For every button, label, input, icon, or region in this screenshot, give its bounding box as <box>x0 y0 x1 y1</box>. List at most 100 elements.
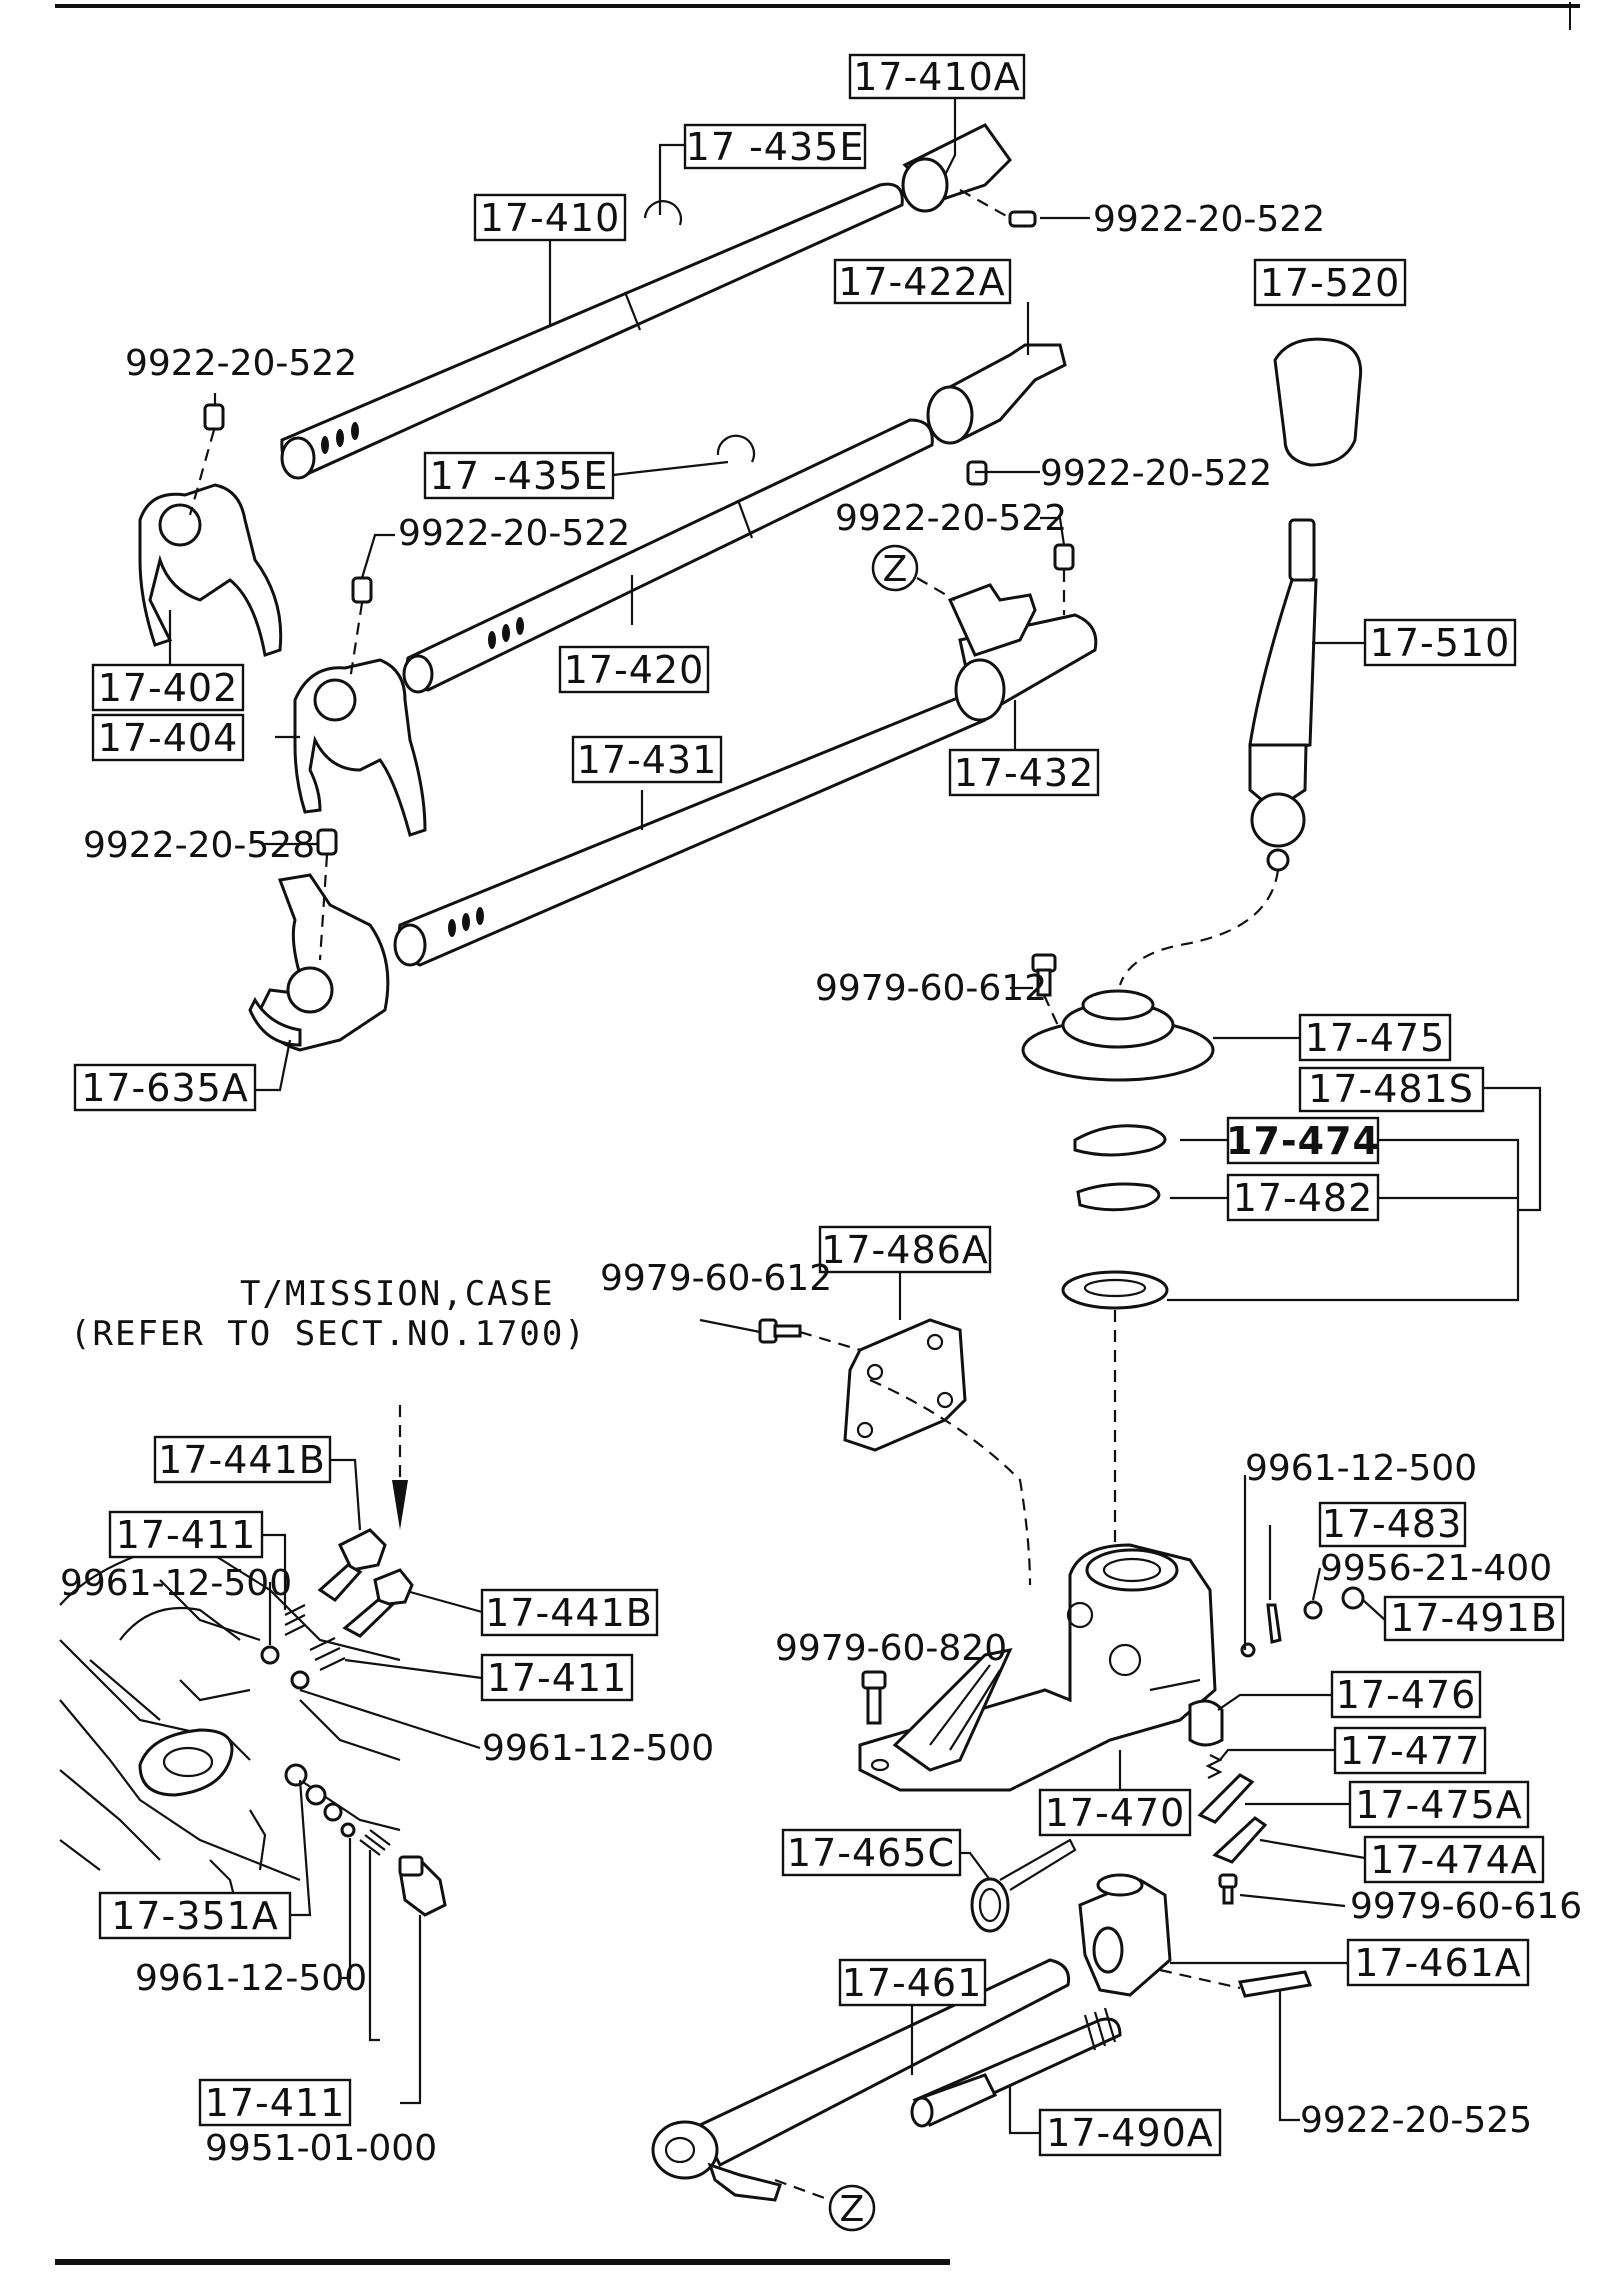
spring-17-483 <box>1266 1603 1282 1644</box>
label-17-435E-mid[interactable]: 17 -435E <box>423 451 615 500</box>
pin-top <box>1008 210 1037 228</box>
label-17-486A[interactable]: 17-486A <box>818 1225 992 1274</box>
bolt-612-a <box>1031 953 1057 997</box>
label-17-465C[interactable]: 17-465C <box>781 1828 962 1877</box>
label-17-491B[interactable]: 17-491B <box>1383 1595 1565 1642</box>
pin-fork-mid <box>351 576 373 604</box>
shift-end-17-432 <box>947 583 1098 722</box>
label-17-477[interactable]: 17-477 <box>1333 1726 1487 1775</box>
svg-text:17-431: 17-431 <box>577 738 718 782</box>
callout-bolt-820: 9979-60-820 <box>775 1628 1007 1669</box>
dash-lever-to-boot <box>1118 869 1280 986</box>
label-17-461A[interactable]: 17-461A <box>1346 1938 1530 1987</box>
label-17-475[interactable]: 17-475 <box>1298 1013 1452 1062</box>
svg-text:17-474: 17-474 <box>1226 1119 1380 1163</box>
bolt-616 <box>1218 1873 1238 1905</box>
svg-text:17-404: 17-404 <box>98 716 239 760</box>
label-17-420[interactable]: 17-420 <box>558 645 710 694</box>
svg-text:Z: Z <box>883 549 908 590</box>
label-17-520[interactable]: 17-520 <box>1253 258 1407 307</box>
label-17-411-b[interactable]: 17-411 <box>480 1653 634 1702</box>
boot-17-475 <box>1021 989 1215 1082</box>
svg-text:17-477: 17-477 <box>1340 1729 1481 1773</box>
shift-fork-17-635A <box>248 873 390 1052</box>
label-17-411-c[interactable]: 17-411 <box>198 2078 352 2127</box>
shift-rod-17-431 <box>393 693 987 967</box>
dash-bolt-612-a <box>1042 994 1062 1031</box>
dash-pin-525 <box>1159 1968 1241 1990</box>
dash-z-top <box>916 577 956 601</box>
svg-text:17-441B: 17-441B <box>158 1438 326 1482</box>
svg-text:17 -435E: 17 -435E <box>430 454 609 498</box>
bolt-820 <box>861 1670 887 1725</box>
label-17-404[interactable]: 17-404 <box>91 713 245 762</box>
svg-text:17-470: 17-470 <box>1045 1791 1186 1835</box>
springs-17-411 <box>284 1604 346 1671</box>
label-17-490A[interactable]: 17-490A <box>1038 2108 1222 2157</box>
callout-pin-mid-right: 9922-20-522 <box>1040 453 1272 494</box>
shift-rod-17-410 <box>280 182 904 480</box>
label-17-635A[interactable]: 17-635A <box>73 1063 257 1112</box>
label-17-441B-a[interactable]: 17-441B <box>153 1435 332 1484</box>
svg-text:17-420: 17-420 <box>564 648 705 692</box>
label-17-410A[interactable]: 17-410A <box>848 53 1026 100</box>
plug-17-491B <box>1341 1586 1365 1610</box>
label-17-441B-b[interactable]: 17-441B <box>480 1588 659 1637</box>
callout-pin-528: 9922-20-528 <box>83 825 315 866</box>
svg-text:17-520: 17-520 <box>1260 261 1401 305</box>
pin-z <box>1053 543 1075 571</box>
callout-ball-500-b: 9961-12-500 <box>482 1728 714 1769</box>
label-17-475A[interactable]: 17-475A <box>1348 1780 1530 1829</box>
rod-17-461 <box>651 1958 1071 2202</box>
callout-ball-500-d: 9961-12-500 <box>1245 1448 1477 1489</box>
label-17-402[interactable]: 17-402 <box>91 663 245 712</box>
shift-rod-17-420 <box>402 418 934 694</box>
callout-pin-525: 9922-20-525 <box>1300 2100 1532 2141</box>
label-17-422A[interactable]: 17-422A <box>833 258 1012 305</box>
callout-pin-top: 9922-20-522 <box>1093 199 1325 240</box>
dash-pin-top <box>959 189 1011 219</box>
ball-500-a <box>260 1645 280 1665</box>
svg-text:17-432: 17-432 <box>954 751 1095 795</box>
svg-text:17-411: 17-411 <box>116 1513 257 1557</box>
transmission-case <box>59 1538 401 1921</box>
label-17-461[interactable]: 17-461 <box>838 1958 987 2007</box>
note-line-2: (REFER TO SECT.NO.1700) <box>70 1314 587 1354</box>
ring-seat <box>1061 1270 1169 1310</box>
callout-bolt-616: 9979-60-616 <box>1350 1886 1582 1927</box>
label-17-482[interactable]: 17-482 <box>1226 1173 1380 1222</box>
bolt-17-441B-b <box>342 1568 414 1638</box>
label-17-470[interactable]: 17-470 <box>1038 1788 1192 1837</box>
callout-ball-500-c: 9961-12-500 <box>135 1958 367 1999</box>
plug-000 <box>398 1855 447 1917</box>
svg-text:17-510: 17-510 <box>1370 621 1511 665</box>
label-17-474A[interactable]: 17-474A <box>1363 1835 1545 1884</box>
label-17-435E-top[interactable]: 17 -435E <box>683 123 867 170</box>
spring-17-477 <box>1205 1754 1223 1779</box>
z-marker-bottom: Z <box>828 2184 876 2232</box>
washer-17-474 <box>1073 1124 1167 1157</box>
svg-text:17-461: 17-461 <box>842 1961 983 2005</box>
label-17-410[interactable]: 17-410 <box>473 193 627 242</box>
dash-pin-fork-mid <box>348 602 364 681</box>
label-17-351A[interactable]: 17-351A <box>98 1891 292 1940</box>
ring-seat-inner <box>1083 1278 1147 1298</box>
svg-text:Z: Z <box>840 2189 865 2230</box>
svg-text:17-411: 17-411 <box>205 2081 346 2125</box>
plug-17-351A <box>284 1763 343 1822</box>
z-marker-top: Z <box>871 544 919 592</box>
plug-400 <box>1303 1600 1323 1620</box>
label-17-431[interactable]: 17-431 <box>571 735 723 784</box>
shift-fork-17-402 <box>138 483 283 657</box>
label-17-481S[interactable]: 17-481S <box>1298 1066 1485 1113</box>
svg-text:17-475: 17-475 <box>1305 1016 1446 1060</box>
bolt-612-b <box>758 1318 802 1344</box>
label-17-510[interactable]: 17-510 <box>1363 618 1517 667</box>
label-17-432[interactable]: 17-432 <box>948 748 1100 797</box>
label-17-483[interactable]: 17-483 <box>1318 1501 1467 1548</box>
pin-525 <box>1237 1970 1313 1998</box>
label-17-411-a[interactable]: 17-411 <box>108 1510 264 1559</box>
label-17-476[interactable]: 17-476 <box>1330 1670 1482 1719</box>
label-17-474[interactable]: 17-474 <box>1226 1116 1380 1165</box>
pin-528 <box>316 828 338 856</box>
